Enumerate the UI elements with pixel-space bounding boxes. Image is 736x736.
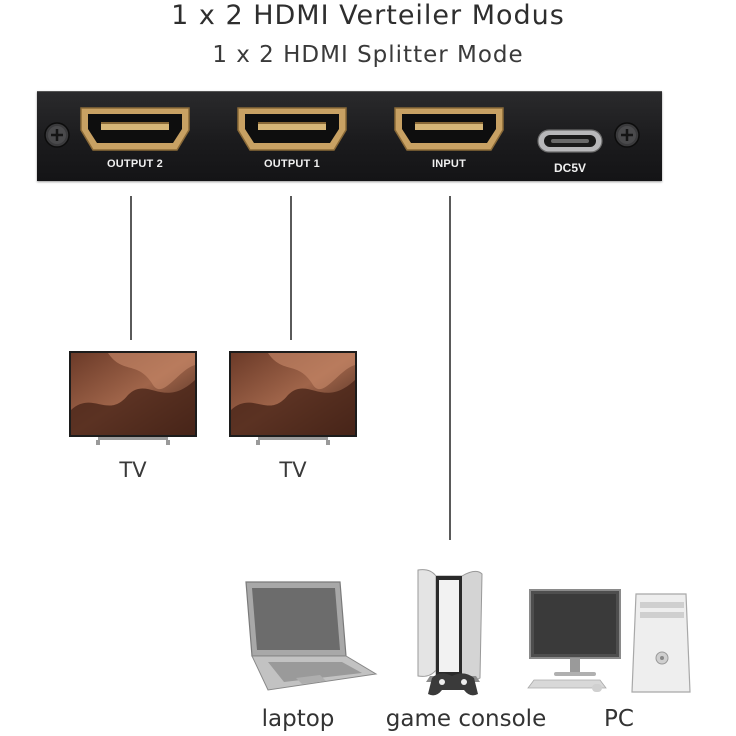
screw-right-icon — [614, 122, 640, 148]
cable-input — [449, 196, 451, 540]
tv-1-label: TV — [119, 458, 147, 482]
screw-left-icon — [44, 122, 70, 148]
laptop-icon — [245, 581, 378, 691]
port-label-output-2: OUTPUT 2 — [107, 158, 163, 170]
hdmi-port-output-2-icon — [80, 107, 190, 151]
game-console-icon — [417, 569, 483, 696]
diagram-subtitle: 1 x 2 HDMI Splitter Mode — [212, 42, 524, 68]
pc-icon — [527, 589, 691, 693]
laptop-label: laptop — [261, 706, 335, 732]
tv-2-icon — [229, 351, 357, 445]
cable-output-2 — [130, 196, 132, 340]
tv-2-label: TV — [279, 458, 307, 482]
hdmi-port-output-1-icon — [237, 107, 347, 151]
usb-c-power-port-icon — [537, 129, 603, 153]
port-label-input: INPUT — [432, 158, 466, 170]
tv-1-icon — [69, 351, 197, 445]
diagram-title: 1 x 2 HDMI Verteiler Modus — [171, 0, 565, 31]
power-port-label: DC5V — [553, 161, 586, 175]
hdmi-port-input-icon — [394, 107, 504, 151]
hdmi-splitter-device: OUTPUT 2 OUTPUT 1 INPUT DC5V — [37, 91, 662, 181]
port-label-output-1: OUTPUT 1 — [264, 158, 320, 170]
game-console-label: game console — [385, 706, 547, 732]
pc-label: PC — [604, 706, 634, 732]
cable-output-1 — [290, 196, 292, 340]
